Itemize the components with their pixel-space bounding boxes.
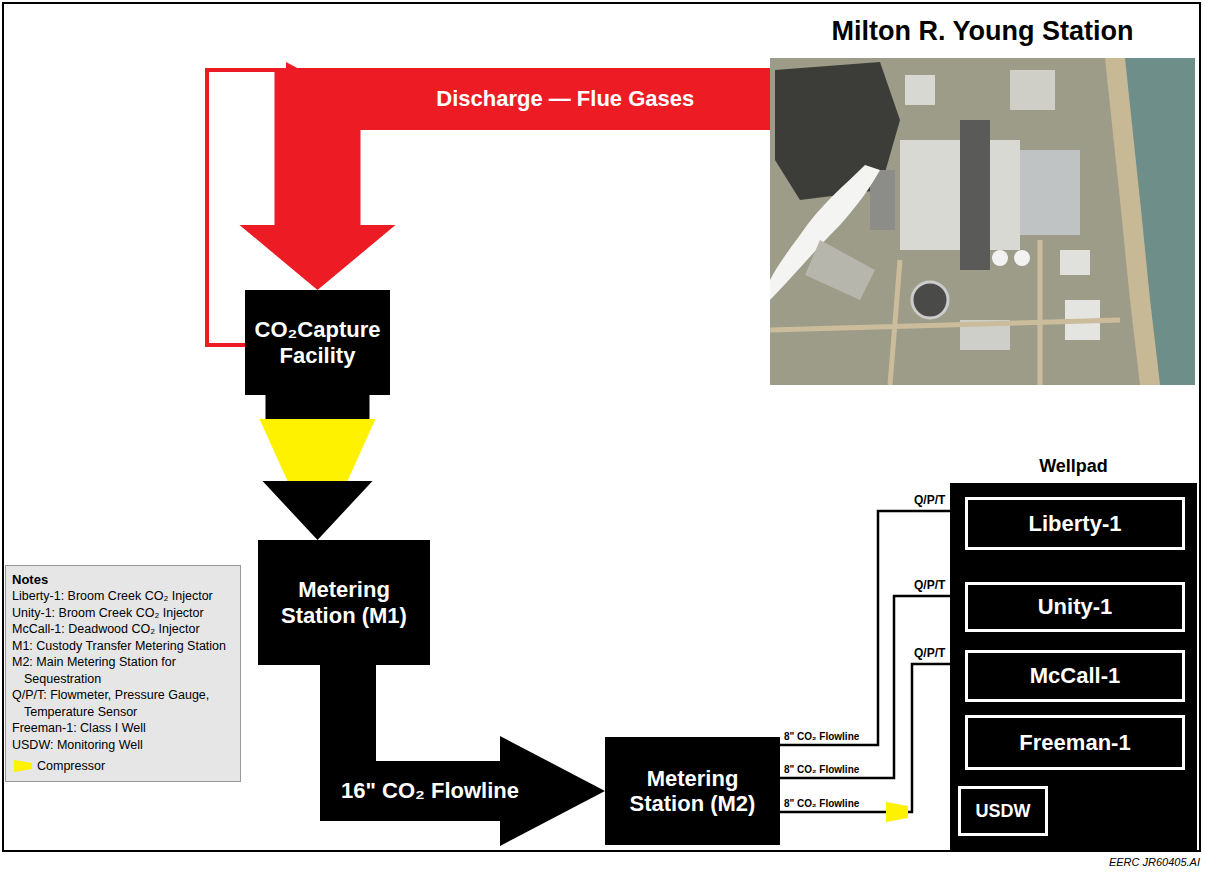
edge-label: 8" CO₂ Flowline <box>784 798 859 810</box>
aerial-photo <box>770 58 1195 385</box>
sensor-label: Q/P/T <box>914 578 945 592</box>
file-code: EERC JR60405.AI <box>1109 856 1200 869</box>
note-text: Q/P/T: Flowmeter, Pressure Gauge, Temper… <box>12 687 234 720</box>
notes-box: NotesLiberty-1: Broom Creek CO₂ Injector… <box>5 565 241 782</box>
flowline <box>780 596 965 778</box>
photo-ground <box>770 58 1195 385</box>
compressor-symbol <box>14 760 32 772</box>
sensor-label: Q/P/T <box>914 646 945 660</box>
legend-swatch <box>13 759 33 773</box>
flue-gas-arrow <box>240 68 771 290</box>
note-text: Liberty-1: Broom Creek CO₂ Injector <box>12 588 234 605</box>
flowline <box>780 664 965 812</box>
photo-building <box>1060 250 1090 275</box>
well-box: Freeman-1 <box>965 715 1185 770</box>
photo-tank <box>992 250 1008 266</box>
edge-label: Discharge — Flue Gases <box>436 86 694 112</box>
compressor-symbol <box>260 419 376 481</box>
edge-label: 8" CO₂ Flowline <box>784 731 859 743</box>
sensor-label: Q/P/T <box>914 493 945 507</box>
compressor-symbol <box>886 802 908 822</box>
photo-tank <box>1014 250 1030 266</box>
box-text: CO₂Capture Facility <box>251 317 384 368</box>
note-text: Freeman-1: Class I Well <box>12 720 234 737</box>
notes-heading: Notes <box>12 571 234 588</box>
legend-text: Compressor <box>37 759 105 773</box>
box-text: Unity-1 <box>971 594 1179 619</box>
station-photo: Milton R. Young Station <box>770 58 1195 385</box>
photo-building <box>960 120 990 270</box>
photo-building <box>1010 70 1055 110</box>
wellpad-area: Liberty-1Unity-1McCall-1Freeman-1USDWWel… <box>950 483 1197 851</box>
box-text: Metering Station (M2) <box>611 766 774 817</box>
process-box: Metering Station (M2) <box>605 737 780 845</box>
box-text: USDW <box>964 801 1042 822</box>
edge-label: 8" CO₂ Flowline <box>784 764 859 776</box>
well-box: Liberty-1 <box>965 497 1185 550</box>
well-box: USDW <box>958 786 1048 836</box>
edge-label: 16" CO₂ Flowline <box>341 778 519 804</box>
note-text: M1: Custody Transfer Metering Station <box>12 638 234 655</box>
photo-building <box>905 75 935 105</box>
flowline <box>780 511 965 745</box>
photo-building <box>1020 150 1080 235</box>
frame <box>3 3 1200 851</box>
heading-text: Wellpad <box>890 456 1205 477</box>
process-box: Metering Station (M1) <box>258 540 430 665</box>
box-text: Liberty-1 <box>971 511 1179 536</box>
co2-flowline-arrow <box>320 665 605 846</box>
box-text: Metering Station (M1) <box>264 577 424 628</box>
recycle-arrowhead <box>286 62 301 78</box>
box-text: Freeman-1 <box>971 730 1179 755</box>
well-box: McCall-1 <box>965 650 1185 702</box>
note-text: McCall-1: Deadwood CO₂ Injector <box>12 621 234 638</box>
photo-plume <box>770 165 880 300</box>
note-text: M2: Main Metering Station for Sequestrat… <box>12 654 234 687</box>
heading-text: Milton R. Young Station <box>710 16 1205 47</box>
note-text: Unity-1: Broom Creek CO₂ Injector <box>12 605 234 622</box>
legend-item: Compressor <box>13 759 105 773</box>
photo-building <box>805 240 875 300</box>
process-box: CO₂Capture Facility <box>245 290 390 395</box>
box-text: McCall-1 <box>971 663 1179 688</box>
note-text: USDW: Monitoring Well <box>12 737 234 754</box>
photo-shore <box>1105 58 1160 385</box>
photo-road <box>770 240 1120 385</box>
photo-clarifier <box>912 282 948 318</box>
well-box: Unity-1 <box>965 582 1185 632</box>
